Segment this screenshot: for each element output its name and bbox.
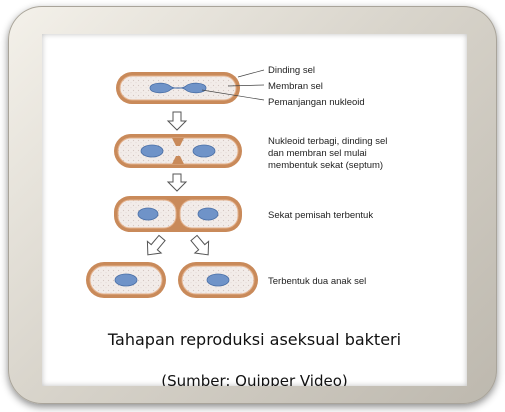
- label-membran-sel: Membran sel: [268, 81, 323, 92]
- cell-stage-2: [114, 134, 242, 168]
- nucleoid: [198, 208, 218, 220]
- daughter-cell-right: [178, 262, 258, 298]
- nucleoid: [115, 274, 137, 286]
- label-step2-line3: membentuk sekat (septum): [268, 160, 383, 171]
- cell-stage-3: [114, 196, 242, 232]
- daughter-cell-left: [86, 262, 166, 298]
- label-step2-line2: dan membran sel mulai: [268, 148, 367, 159]
- label-step3: Sekat pemisah terbentuk: [268, 210, 373, 221]
- label-step4: Terbentuk dua anak sel: [268, 276, 366, 287]
- cell-stage-1: [116, 72, 240, 104]
- nucleoid: [138, 208, 158, 220]
- nucleoid: [193, 145, 215, 157]
- label-pemanjangan: Pemanjangan nukleoid: [268, 97, 365, 108]
- bacterial-fission-diagram: Dinding sel Membran sel Pemanjangan nukl…: [42, 34, 467, 334]
- down-arrow-icon: [168, 112, 186, 130]
- nucleoid: [207, 274, 229, 286]
- figure-source: (Sumber: Quipper Video): [42, 372, 467, 386]
- down-left-arrow-icon: [141, 232, 169, 260]
- diagram-panel: Dinding sel Membran sel Pemanjangan nukl…: [42, 34, 467, 386]
- down-arrow-icon: [168, 174, 186, 191]
- figure-caption: Tahapan reproduksi aseksual bakteri: [42, 330, 467, 349]
- down-right-arrow-icon: [187, 232, 215, 260]
- pointer-line: [238, 70, 264, 77]
- label-dinding-sel: Dinding sel: [268, 65, 315, 76]
- nucleoid: [141, 145, 163, 157]
- label-step2-line1: Nukleoid terbagi, dinding sel: [268, 136, 387, 147]
